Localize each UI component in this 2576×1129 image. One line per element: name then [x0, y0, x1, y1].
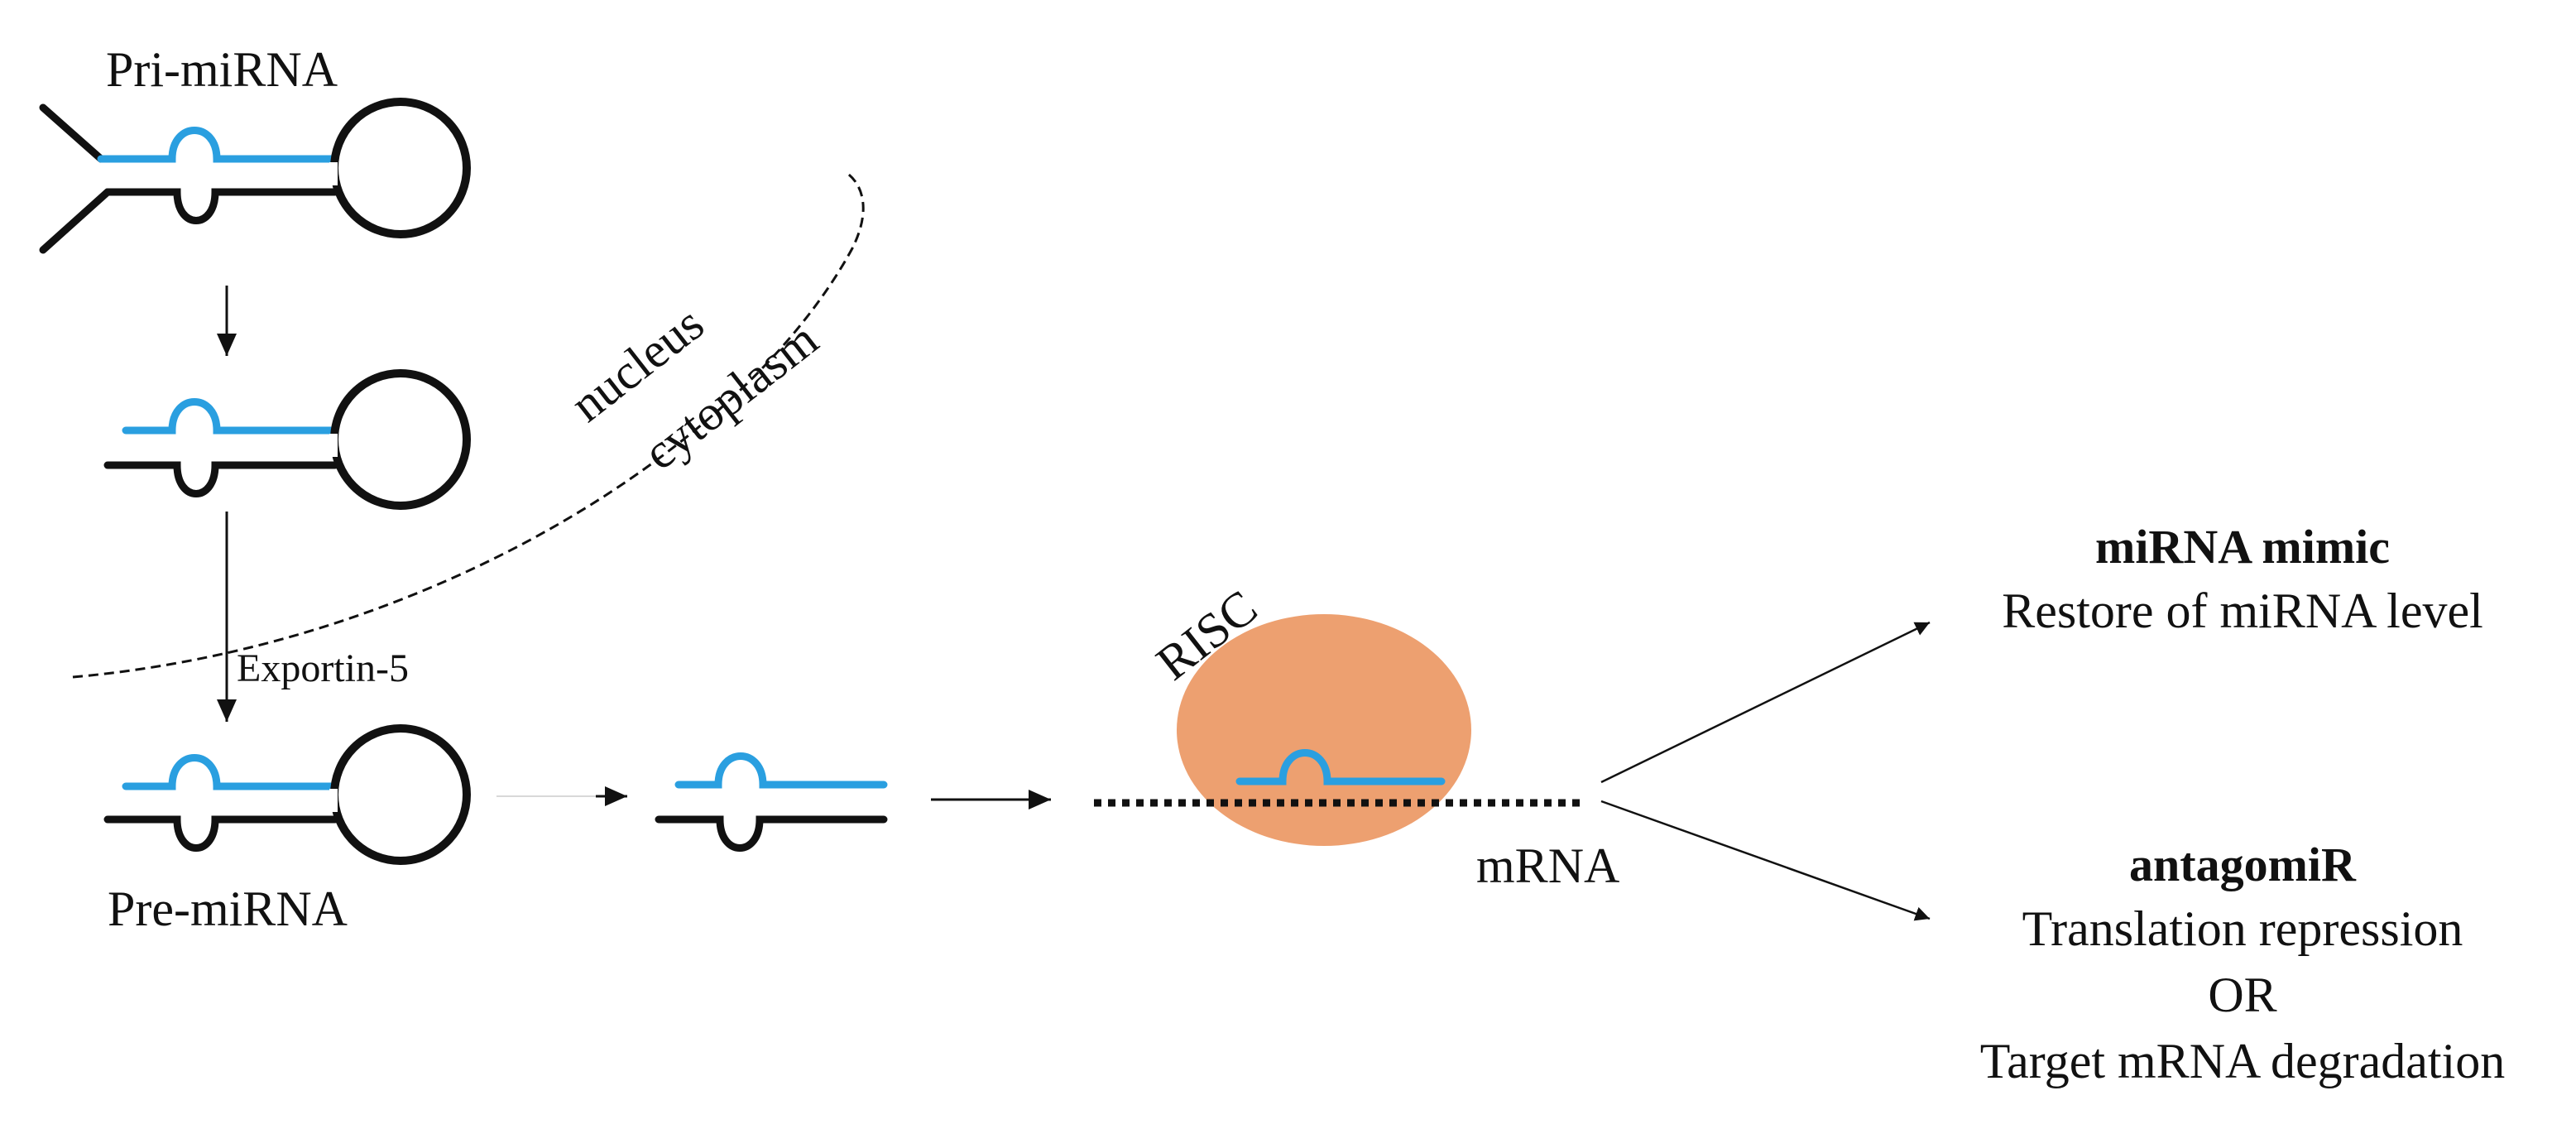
nuclear-membrane-boundary: [72, 171, 865, 679]
risc-complex: [1177, 614, 1471, 846]
arrow-to-mimic: [1600, 621, 1931, 784]
risc-bound-mirna: [1235, 749, 1446, 785]
mrna-label: mRNA: [1476, 838, 1619, 893]
nuclear-hairpin-blue-strand: [122, 398, 339, 435]
pre-mirna-loop: [330, 724, 471, 865]
pri-mirna-black-strand: [103, 188, 339, 224]
antagomir-outcome: antagomiR Translation repression OR Targ…: [1980, 838, 2506, 1088]
pri-mirna-label: Pri-miRNA: [106, 42, 338, 97]
pri-mirna-loop: [330, 98, 471, 238]
antagomir-title: antagomiR: [2129, 838, 2357, 891]
pre-mirna-hairpin: [103, 724, 471, 865]
exportin-label: Exportin-5: [237, 646, 409, 690]
antagomir-line-2: OR: [2208, 968, 2276, 1022]
mimic-title: miRNA mimic: [2095, 520, 2390, 574]
mirna-duplex: [655, 752, 888, 852]
nuclear-pre-mirna-hairpin: [103, 369, 471, 510]
pri-mirna-hairpin: [39, 98, 471, 254]
nuclear-hairpin-black-strand: [103, 461, 339, 497]
pre-mirna-label: Pre-miRNA: [108, 882, 348, 936]
pri-mirna-tail-top: [39, 103, 105, 163]
duplex-black-strand: [655, 815, 888, 852]
duplex-blue-strand: [674, 752, 888, 789]
pre-mirna-black-strand: [103, 815, 339, 852]
mimic-description: Restore of miRNA level: [2002, 584, 2483, 638]
antagomir-line-3: Target mRNA degradation: [1980, 1034, 2506, 1088]
mimic-outcome: miRNA mimic Restore of miRNA level: [2002, 520, 2483, 638]
arrow-to-antagomir: [1600, 800, 1931, 921]
pri-mirna-tail-bottom: [39, 188, 112, 254]
pre-mirna-blue-strand: [122, 754, 339, 790]
pri-mirna-blue-strand: [97, 127, 339, 163]
antagomir-line-1: Translation repression: [2022, 901, 2463, 956]
nuclear-hairpin-loop: [330, 369, 471, 510]
